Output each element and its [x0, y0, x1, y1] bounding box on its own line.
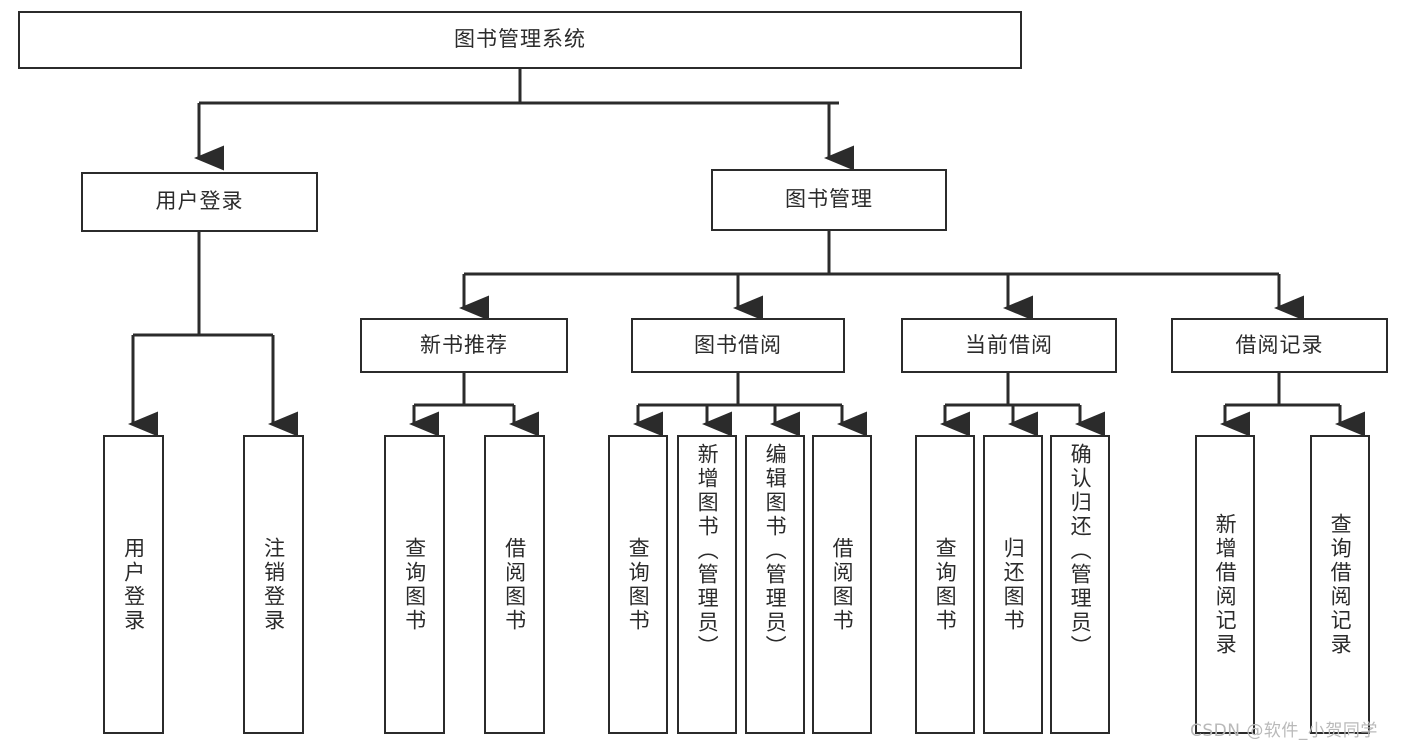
node-label: 新书推荐	[420, 332, 508, 357]
node-label: 用户登录	[155, 189, 244, 214]
leaf-recommend-borrow-book[interactable]: 借阅图书	[484, 435, 545, 734]
node-label: 编辑图书（管理员）	[763, 443, 788, 659]
leaf-recommend-query-book[interactable]: 查询图书	[384, 435, 445, 734]
watermark-text: CSDN @软件_小贺同学	[1190, 721, 1378, 741]
leaf-user-login[interactable]: 用户登录	[103, 435, 164, 734]
node-book-borrow[interactable]: 图书借阅	[631, 318, 845, 373]
leaf-current-confirm-return-admin[interactable]: 确认归还（管理员）	[1050, 435, 1110, 734]
node-label: 新增借阅记录	[1213, 512, 1238, 657]
node-label: 用户登录	[121, 536, 146, 633]
node-label: 查询借阅记录	[1328, 512, 1353, 657]
node-label: 当前借阅	[965, 332, 1053, 357]
node-label: 归还图书	[1001, 536, 1026, 633]
node-label: 借阅图书	[502, 536, 527, 633]
node-label: 图书管理系统	[454, 27, 586, 52]
leaf-borrow-borrow-book[interactable]: 借阅图书	[812, 435, 872, 734]
node-label: 借阅记录	[1235, 332, 1324, 357]
node-label: 图书借阅	[694, 332, 782, 357]
node-label: 查询图书	[402, 536, 427, 633]
node-label: 查询图书	[933, 536, 958, 633]
leaf-borrow-edit-book-admin[interactable]: 编辑图书（管理员）	[745, 435, 805, 734]
node-label: 查询图书	[626, 536, 651, 633]
node-root[interactable]: 图书管理系统	[18, 11, 1022, 69]
leaf-borrow-add-book-admin[interactable]: 新增图书（管理员）	[677, 435, 737, 734]
leaf-borrow-query-book[interactable]: 查询图书	[608, 435, 668, 734]
node-current-borrow[interactable]: 当前借阅	[901, 318, 1117, 373]
node-label: 借阅图书	[830, 536, 855, 633]
leaf-record-add-record[interactable]: 新增借阅记录	[1195, 435, 1255, 734]
node-borrow-record[interactable]: 借阅记录	[1171, 318, 1388, 373]
node-label: 注销登录	[261, 536, 286, 633]
node-label: 新增图书（管理员）	[695, 443, 720, 659]
leaf-current-query-book[interactable]: 查询图书	[915, 435, 975, 734]
leaf-current-return-book[interactable]: 归还图书	[983, 435, 1043, 734]
node-user-login[interactable]: 用户登录	[81, 172, 318, 232]
leaf-user-logout[interactable]: 注销登录	[243, 435, 304, 734]
node-book-management[interactable]: 图书管理	[711, 169, 947, 231]
node-label: 图书管理	[785, 187, 873, 212]
node-label: 确认归还（管理员）	[1068, 443, 1093, 659]
leaf-record-query-record[interactable]: 查询借阅记录	[1310, 435, 1370, 734]
node-new-book-recommend[interactable]: 新书推荐	[360, 318, 568, 373]
